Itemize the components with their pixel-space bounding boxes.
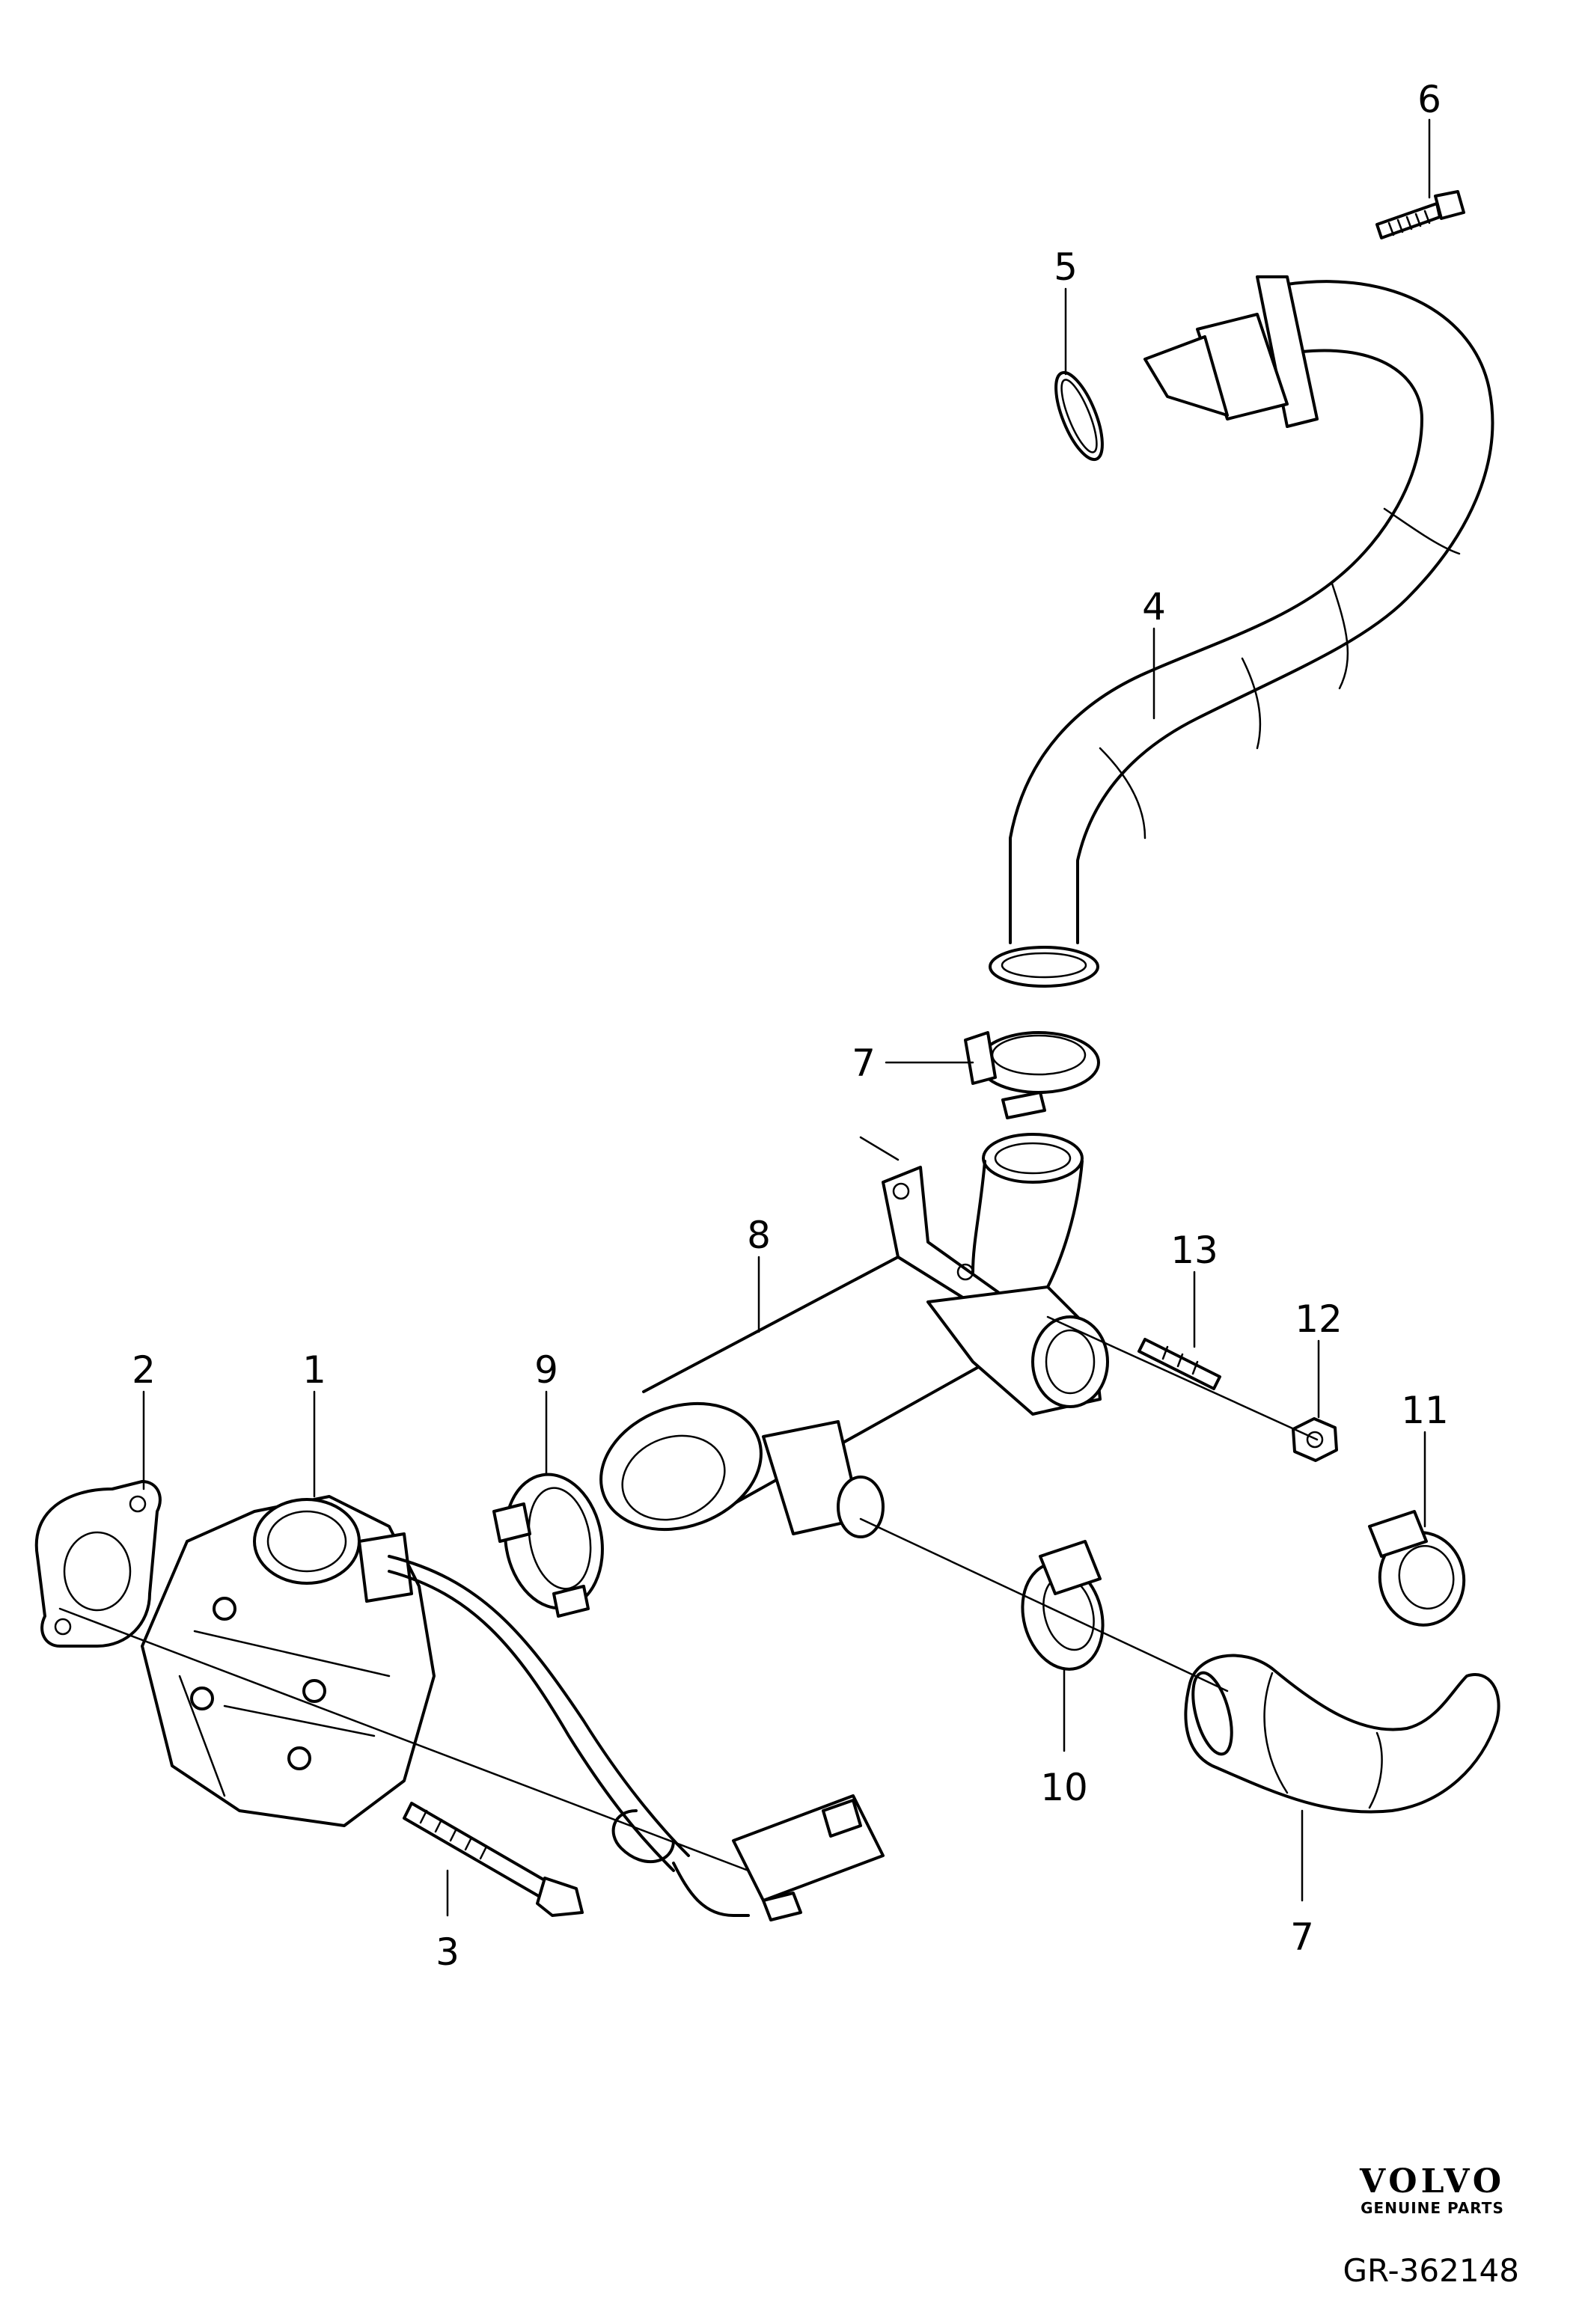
part-7-clamp-upper [964, 1031, 1100, 1119]
assembly-lines [58, 1136, 1319, 1872]
part-2-gasket [34, 1480, 162, 1648]
wiring-harness [388, 1555, 750, 1917]
part-1-egr-valve [141, 1495, 436, 1827]
callout-6: 6 [1417, 78, 1441, 121]
part-8-egr-cooler [599, 1133, 1109, 1538]
callout-2: 2 [132, 1348, 156, 1392]
callout-1: 1 [302, 1348, 326, 1392]
part-7-hose-lower [1184, 1654, 1500, 1814]
part-9-clamp [492, 1473, 604, 1618]
callout-3: 3 [436, 1930, 459, 1974]
callout-8: 8 [747, 1214, 771, 1257]
callout-12: 12 [1295, 1297, 1343, 1341]
part-13-stud [1137, 1338, 1221, 1390]
part-4-egr-pipe [989, 275, 1494, 988]
callout-7-upper: 7 [852, 1042, 876, 1085]
callout-9: 9 [534, 1348, 558, 1392]
part-5-o-ring [1054, 370, 1104, 462]
part-6-screw [1375, 190, 1465, 239]
part-10-hose-clamp [1021, 1540, 1105, 1671]
volvo-genuine-parts-logo: VOLVO GENUINE PARTS [1343, 2162, 1522, 2217]
brand-name: VOLVO [1359, 2162, 1506, 2201]
diagram-reference-number: GR-362148 [1343, 2252, 1519, 2289]
callout-5: 5 [1054, 245, 1078, 289]
electrical-connector [732, 1794, 885, 1921]
callout-7-lower: 7 [1290, 1915, 1314, 1959]
leader-lines [142, 118, 1431, 1917]
brand-tagline: GENUINE PARTS [1361, 2199, 1504, 2217]
callout-13: 13 [1170, 1229, 1218, 1272]
callout-10: 10 [1040, 1766, 1088, 1809]
part-3-bolt [403, 1802, 584, 1917]
part-11-hose-clamp [1368, 1510, 1466, 1627]
callout-4: 4 [1142, 585, 1166, 629]
callout-11: 11 [1401, 1389, 1449, 1432]
